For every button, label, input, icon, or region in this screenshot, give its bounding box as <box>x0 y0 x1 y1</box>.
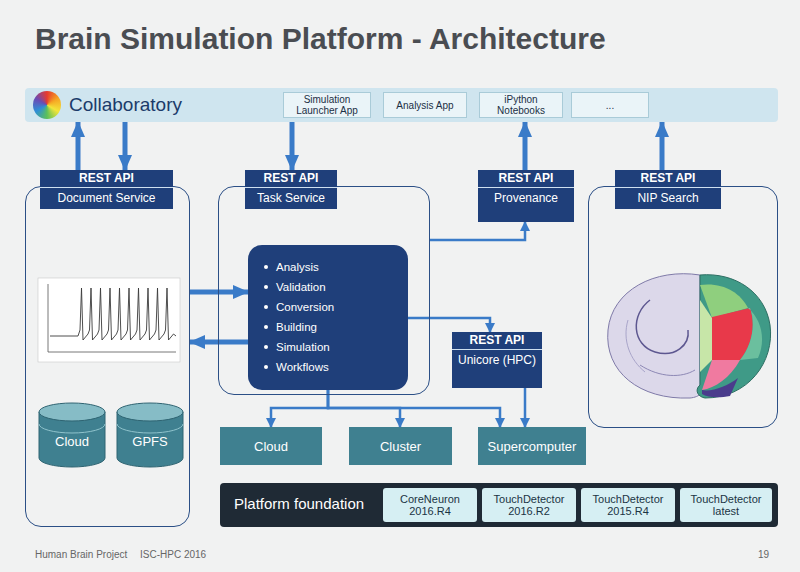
group-outline <box>25 186 190 527</box>
slide-title: Brain Simulation Platform - Architecture <box>35 22 606 56</box>
app-box: Simulation Launcher App <box>283 92 371 118</box>
package-box: TouchDetector 2015.R4 <box>581 488 675 522</box>
compute-box-label: Cluster <box>380 439 421 454</box>
bullet-item: Workflows <box>276 357 400 377</box>
group-outline <box>588 186 778 428</box>
app-box-label: ... <box>606 100 614 111</box>
connector-arrow <box>123 122 128 170</box>
package-box-label: TouchDetector 2016.R2 <box>485 493 573 517</box>
service-name: Task Service <box>245 188 337 209</box>
bullet-item: Conversion <box>276 297 400 317</box>
compute-box-label: Supercomputer <box>488 439 577 454</box>
api-label: REST API <box>615 170 721 188</box>
platform-name: Collaboratory <box>69 94 182 116</box>
service-name: NIP Search <box>615 188 721 209</box>
connector-arrow <box>523 122 528 170</box>
connector-arrow <box>190 290 248 295</box>
bullet-item: Building <box>276 317 400 337</box>
package-box: TouchDetector latest <box>680 488 772 522</box>
service-group: REST APINIP Search <box>588 170 778 428</box>
api-label: REST API <box>452 332 542 350</box>
storage-name: Cloud <box>38 434 106 449</box>
compute-box-label: Cloud <box>254 439 288 454</box>
service-group: REST APIDocument ServiceCloud GPFS <box>25 170 190 527</box>
storage-cylinder: Cloud <box>38 402 106 468</box>
api-label: REST API <box>40 170 173 188</box>
spike-chart <box>38 278 180 362</box>
app-box: iPython Notebooks <box>479 92 563 118</box>
compute-box: Cloud <box>220 427 322 465</box>
bullet-item: Validation <box>276 277 400 297</box>
connector-arrow <box>190 340 248 345</box>
storage-name: GPFS <box>116 434 184 449</box>
api-box: REST APIProvenance <box>478 170 574 222</box>
app-box-label: Simulation Launcher App <box>287 94 367 116</box>
connector-arrow <box>524 388 527 427</box>
footer-label: ISC-HPC 2016 <box>140 549 206 560</box>
task-list-box: AnalysisValidationConversionBuildingSimu… <box>248 245 408 390</box>
service-name: Document Service <box>40 188 173 209</box>
api-label: REST API <box>478 170 574 188</box>
app-box-label: iPython Notebooks <box>483 94 559 116</box>
bullet-item: Analysis <box>276 257 400 277</box>
connector-arrow <box>290 122 295 170</box>
foundation-band: Platform foundation CoreNeuron 2016.R4 Tou… <box>220 483 778 527</box>
service-group: REST APITask ServiceAnalysisValidationCo… <box>218 170 430 395</box>
connector-arrow <box>408 318 490 332</box>
package-box-label: TouchDetector latest <box>683 493 769 517</box>
footer-label: Human Brain Project <box>35 549 127 560</box>
package-box-label: TouchDetector 2015.R4 <box>584 493 672 517</box>
service-name: Unicore (HPC) <box>452 350 542 371</box>
service-name: Provenance <box>478 188 574 209</box>
compute-box: Cluster <box>349 427 452 465</box>
api-header: REST APINIP Search <box>615 170 721 209</box>
storage-cylinder: GPFS <box>116 402 184 468</box>
connector-arrow <box>660 122 665 170</box>
app-box-label: Analysis App <box>396 100 453 111</box>
api-label: REST API <box>245 170 337 188</box>
api-box: REST APIUnicore (HPC) <box>452 332 542 388</box>
connector-arrow <box>76 122 81 170</box>
connector-arrow <box>328 390 500 427</box>
hbp-logo <box>33 91 61 119</box>
package-box-label: CoreNeuron 2016.R4 <box>386 493 474 517</box>
foundation-label: Platform foundation <box>234 495 364 512</box>
footer-label: 19 <box>758 549 769 560</box>
bullet-item: Simulation <box>276 337 400 357</box>
connector-arrow <box>430 222 525 240</box>
api-header: REST APITask Service <box>245 170 337 209</box>
collaboratory-band: Collaboratory Simulation Launcher App Anal… <box>25 88 778 122</box>
connector-arrow <box>271 390 328 427</box>
app-box: ... <box>571 92 649 118</box>
package-box: TouchDetector 2016.R2 <box>482 488 576 522</box>
api-header: REST APIDocument Service <box>40 170 173 209</box>
brain-slice <box>608 274 771 398</box>
package-box: CoreNeuron 2016.R4 <box>383 488 477 522</box>
app-box: Analysis App <box>383 92 467 118</box>
compute-box: Supercomputer <box>478 427 586 465</box>
